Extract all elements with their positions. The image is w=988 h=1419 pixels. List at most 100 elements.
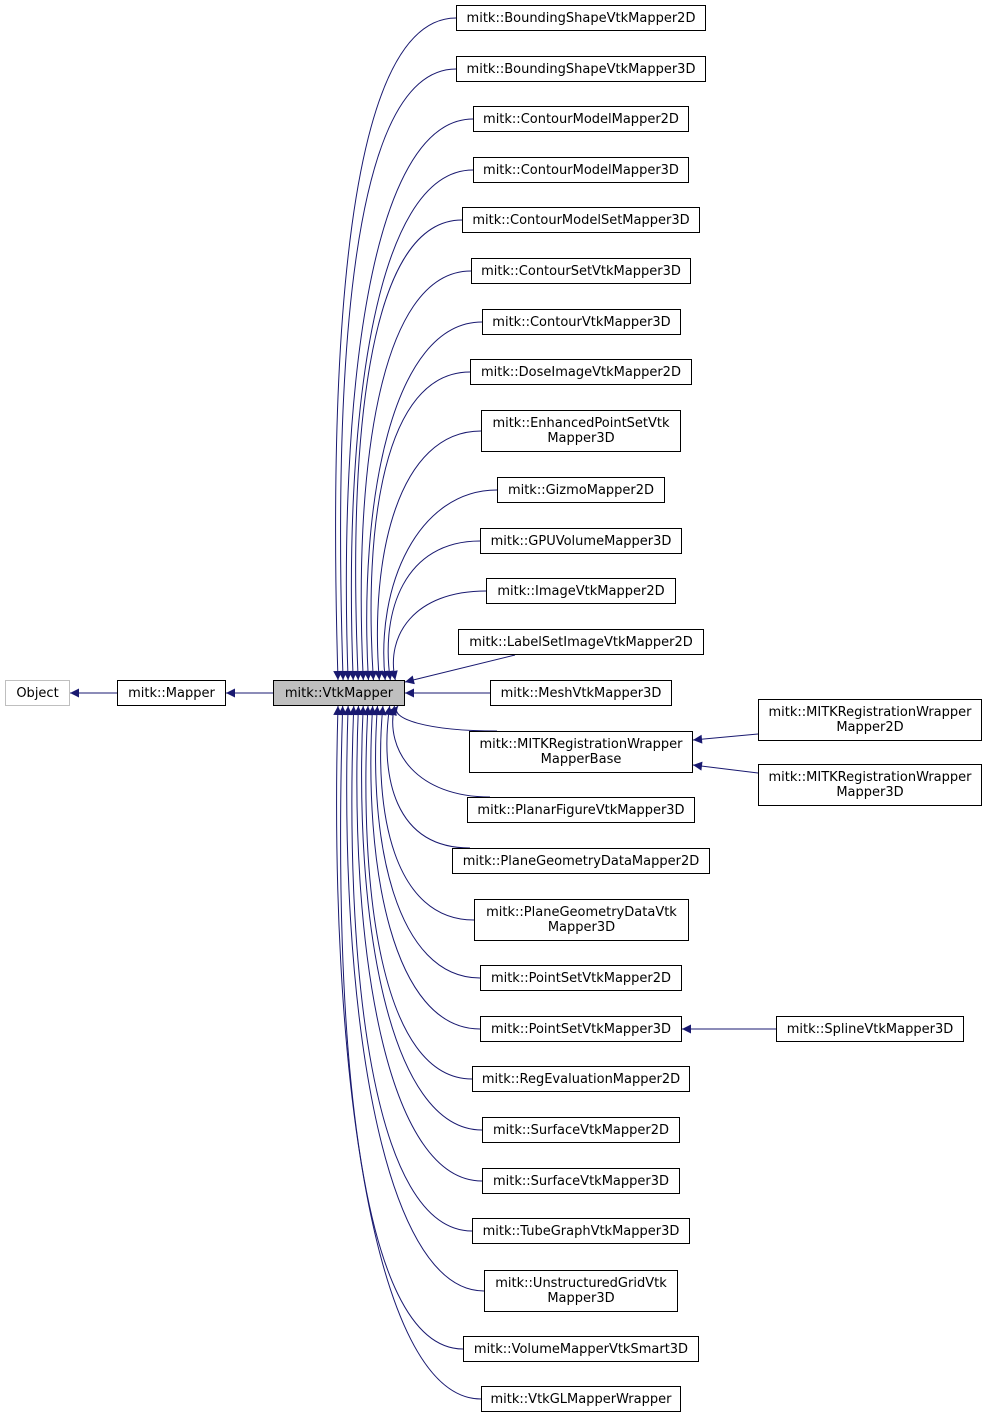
edge-volumemapper-vtksmart3d-to-vtkmapper xyxy=(337,705,464,1350)
edge-surface-vtkmapper3d-to-vtkmapper xyxy=(353,705,483,1182)
edge-gpuvolume-mapper3d-to-vtkmapper xyxy=(384,540,481,681)
edge-surface-vtkmapper2d-to-vtkmapper xyxy=(358,705,483,1131)
edge-pointset-vtkmapper3d-to-vtkmapper xyxy=(367,705,481,1030)
node-label: mitk::LabelSetImageVtkMapper2D xyxy=(469,634,693,650)
node-contourmodelset-mapper3d[interactable]: mitk::ContourModelSetMapper3D xyxy=(462,207,700,233)
node-label: mitk::PlaneGeometryDataMapper2D xyxy=(462,853,700,869)
edge-image-vtkmapper2d-to-vtkmapper xyxy=(388,590,487,681)
node-label-line2: Mapper2D xyxy=(836,720,904,735)
node-label: mitk::ContourModelSetMapper3D xyxy=(472,212,690,228)
node-gizmo-mapper2d[interactable]: mitk::GizmoMapper2D xyxy=(497,477,665,503)
edge-unstructuredgrid-vtkmapper3d-to-vtkmapper xyxy=(343,705,485,1292)
node-pointset-vtkmapper3d[interactable]: mitk::PointSetVtkMapper3D xyxy=(480,1016,682,1042)
edge-pointset-vtkmapper2d-to-vtkmapper xyxy=(372,705,481,979)
edge-vtkglmapper-wrapper-to-vtkmapper xyxy=(333,705,482,1400)
node-boundingshape-vtkmapper2d[interactable]: mitk::BoundingShapeVtkMapper2D xyxy=(456,5,706,31)
node-surface-vtkmapper2d[interactable]: mitk::SurfaceVtkMapper2D xyxy=(482,1117,680,1143)
node-mitk-vtkmapper: mitk::VtkMapper xyxy=(273,680,405,706)
node-volumemapper-vtksmart3d[interactable]: mitk::VolumeMapperVtkSmart3D xyxy=(463,1336,699,1362)
edge-mrw-mapper3d-to-mapperbase xyxy=(692,761,759,774)
node-label-line1: mitk::UnstructuredGridVtk xyxy=(495,1276,667,1291)
edge-contourset-vtkmapper3d-to-vtkmapper xyxy=(358,270,472,681)
node-regevaluation-mapper2d[interactable]: mitk::RegEvaluationMapper2D xyxy=(472,1066,690,1092)
edge-boundingshape-vtkmapper3d-to-vtkmapper xyxy=(338,68,457,681)
node-vtkglmapper-wrapper[interactable]: mitk::VtkGLMapperWrapper xyxy=(481,1386,681,1412)
node-contour-vtkmapper3d[interactable]: mitk::ContourVtkMapper3D xyxy=(482,309,681,335)
node-planarfigure-vtkmapper3d[interactable]: mitk::PlanarFigureVtkMapper3D xyxy=(467,797,695,823)
node-label: mitk::MeshVtkMapper3D xyxy=(500,685,662,701)
node-object-label: Object xyxy=(16,685,59,701)
edge-mrw-mapper2d-to-mapperbase xyxy=(692,733,759,744)
node-label: mitk::ImageVtkMapper2D xyxy=(497,583,665,599)
node-gpuvolume-mapper3d[interactable]: mitk::GPUVolumeMapper3D xyxy=(480,528,682,554)
node-boundingshape-vtkmapper3d[interactable]: mitk::BoundingShapeVtkMapper3D xyxy=(456,56,706,82)
edge-contourmodel-mapper2d-to-vtkmapper xyxy=(343,118,474,681)
edge-gizmo-mapper2d-to-vtkmapper xyxy=(379,489,498,681)
node-label: mitk::TubeGraphVtkMapper3D xyxy=(482,1223,680,1239)
node-surface-vtkmapper3d[interactable]: mitk::SurfaceVtkMapper3D xyxy=(482,1168,680,1194)
node-spline-vtkmapper3d[interactable]: mitk::SplineVtkMapper3D xyxy=(776,1016,964,1042)
edge-doseimage-vtkmapper2d-to-vtkmapper xyxy=(368,371,471,681)
node-label: mitk::PlanarFigureVtkMapper3D xyxy=(477,802,685,818)
node-label: mitk::ContourSetVtkMapper3D xyxy=(481,263,681,279)
edge-regevaluation-mapper2d-to-vtkmapper xyxy=(363,705,473,1080)
node-label: mitk::SurfaceVtkMapper2D xyxy=(492,1122,669,1138)
edge-tubegraph-vtkmapper3d-to-vtkmapper xyxy=(348,705,473,1232)
node-contourset-vtkmapper3d[interactable]: mitk::ContourSetVtkMapper3D xyxy=(471,258,691,284)
node-object: Object xyxy=(5,680,70,706)
node-doseimage-vtkmapper2d[interactable]: mitk::DoseImageVtkMapper2D xyxy=(470,359,692,385)
node-label: mitk::SurfaceVtkMapper3D xyxy=(492,1173,669,1189)
node-image-vtkmapper2d[interactable]: mitk::ImageVtkMapper2D xyxy=(486,578,676,604)
edge-enhancedpointset-vtkmapper3d-to-vtkmapper xyxy=(374,430,482,681)
edge-contourmodelset-mapper3d-to-vtkmapper xyxy=(353,219,463,681)
node-mitk-vtkmapper-label: mitk::VtkMapper xyxy=(284,685,394,701)
node-label-line2: Mapper3D xyxy=(547,1291,615,1306)
node-label: mitk::BoundingShapeVtkMapper3D xyxy=(466,61,696,77)
node-label: mitk::GPUVolumeMapper3D xyxy=(490,533,672,549)
edge-mitkregistrationwrapper-mapperbase-to-vtkmapper xyxy=(388,705,498,732)
edge-boundingshape-vtkmapper2d-to-vtkmapper xyxy=(333,17,457,681)
node-label: mitk::VtkGLMapperWrapper xyxy=(490,1391,672,1407)
node-label-line2: Mapper3D xyxy=(836,785,904,800)
node-mitk-mapper[interactable]: mitk::Mapper xyxy=(117,680,226,706)
node-label: mitk::VolumeMapperVtkSmart3D xyxy=(473,1341,689,1357)
node-planegeometrydata-mapper2d[interactable]: mitk::PlaneGeometryDataMapper2D xyxy=(452,848,710,874)
node-label-line2: Mapper3D xyxy=(547,920,616,935)
node-contourmodel-mapper2d[interactable]: mitk::ContourModelMapper2D xyxy=(473,106,689,132)
node-label: mitk::ContourVtkMapper3D xyxy=(492,314,671,330)
node-pointset-vtkmapper2d[interactable]: mitk::PointSetVtkMapper2D xyxy=(480,965,682,991)
node-label-line2: MapperBase xyxy=(540,752,622,767)
node-labelsetimage-vtkmapper2d[interactable]: mitk::LabelSetImageVtkMapper2D xyxy=(458,629,704,655)
node-label: mitk::ContourModelMapper2D xyxy=(483,111,679,127)
node-label: mitk::DoseImageVtkMapper2D xyxy=(481,364,681,380)
node-label-line1: mitk::MITKRegistrationWrapper xyxy=(479,737,683,752)
node-label: mitk::PointSetVtkMapper3D xyxy=(490,1021,672,1037)
node-label: mitk::RegEvaluationMapper2D xyxy=(481,1071,681,1087)
node-label-line2: Mapper3D xyxy=(547,431,615,446)
node-label: mitk::BoundingShapeVtkMapper2D xyxy=(466,10,696,26)
edge-labelsetimage-vtkmapper2d-to-vtkmapper xyxy=(404,654,516,685)
node-label: mitk::PointSetVtkMapper2D xyxy=(490,970,672,986)
node-mitk-mapper-label: mitk::Mapper xyxy=(128,685,215,701)
edge-planegeometrydata-mapper2d-to-vtkmapper xyxy=(383,705,471,849)
node-mesh-vtkmapper3d[interactable]: mitk::MeshVtkMapper3D xyxy=(490,680,672,706)
node-label-line1: mitk::MITKRegistrationWrapper xyxy=(768,705,972,720)
node-label-line1: mitk::MITKRegistrationWrapper xyxy=(768,770,972,785)
node-tubegraph-vtkmapper3d[interactable]: mitk::TubeGraphVtkMapper3D xyxy=(472,1218,690,1244)
edge-planegeometrydata-vtkmapper3d-to-vtkmapper xyxy=(377,705,475,921)
node-label: mitk::GizmoMapper2D xyxy=(507,482,655,498)
edge-contour-vtkmapper3d-to-vtkmapper xyxy=(363,321,483,681)
node-contourmodel-mapper3d[interactable]: mitk::ContourModelMapper3D xyxy=(473,157,689,183)
node-label: mitk::ContourModelMapper3D xyxy=(483,162,679,178)
edge-contourmodel-mapper3d-to-vtkmapper xyxy=(348,169,474,681)
node-label-line1: mitk::PlaneGeometryDataVtk xyxy=(486,905,677,920)
edge-planarfigure-vtkmapper3d-to-vtkmapper xyxy=(388,705,491,798)
